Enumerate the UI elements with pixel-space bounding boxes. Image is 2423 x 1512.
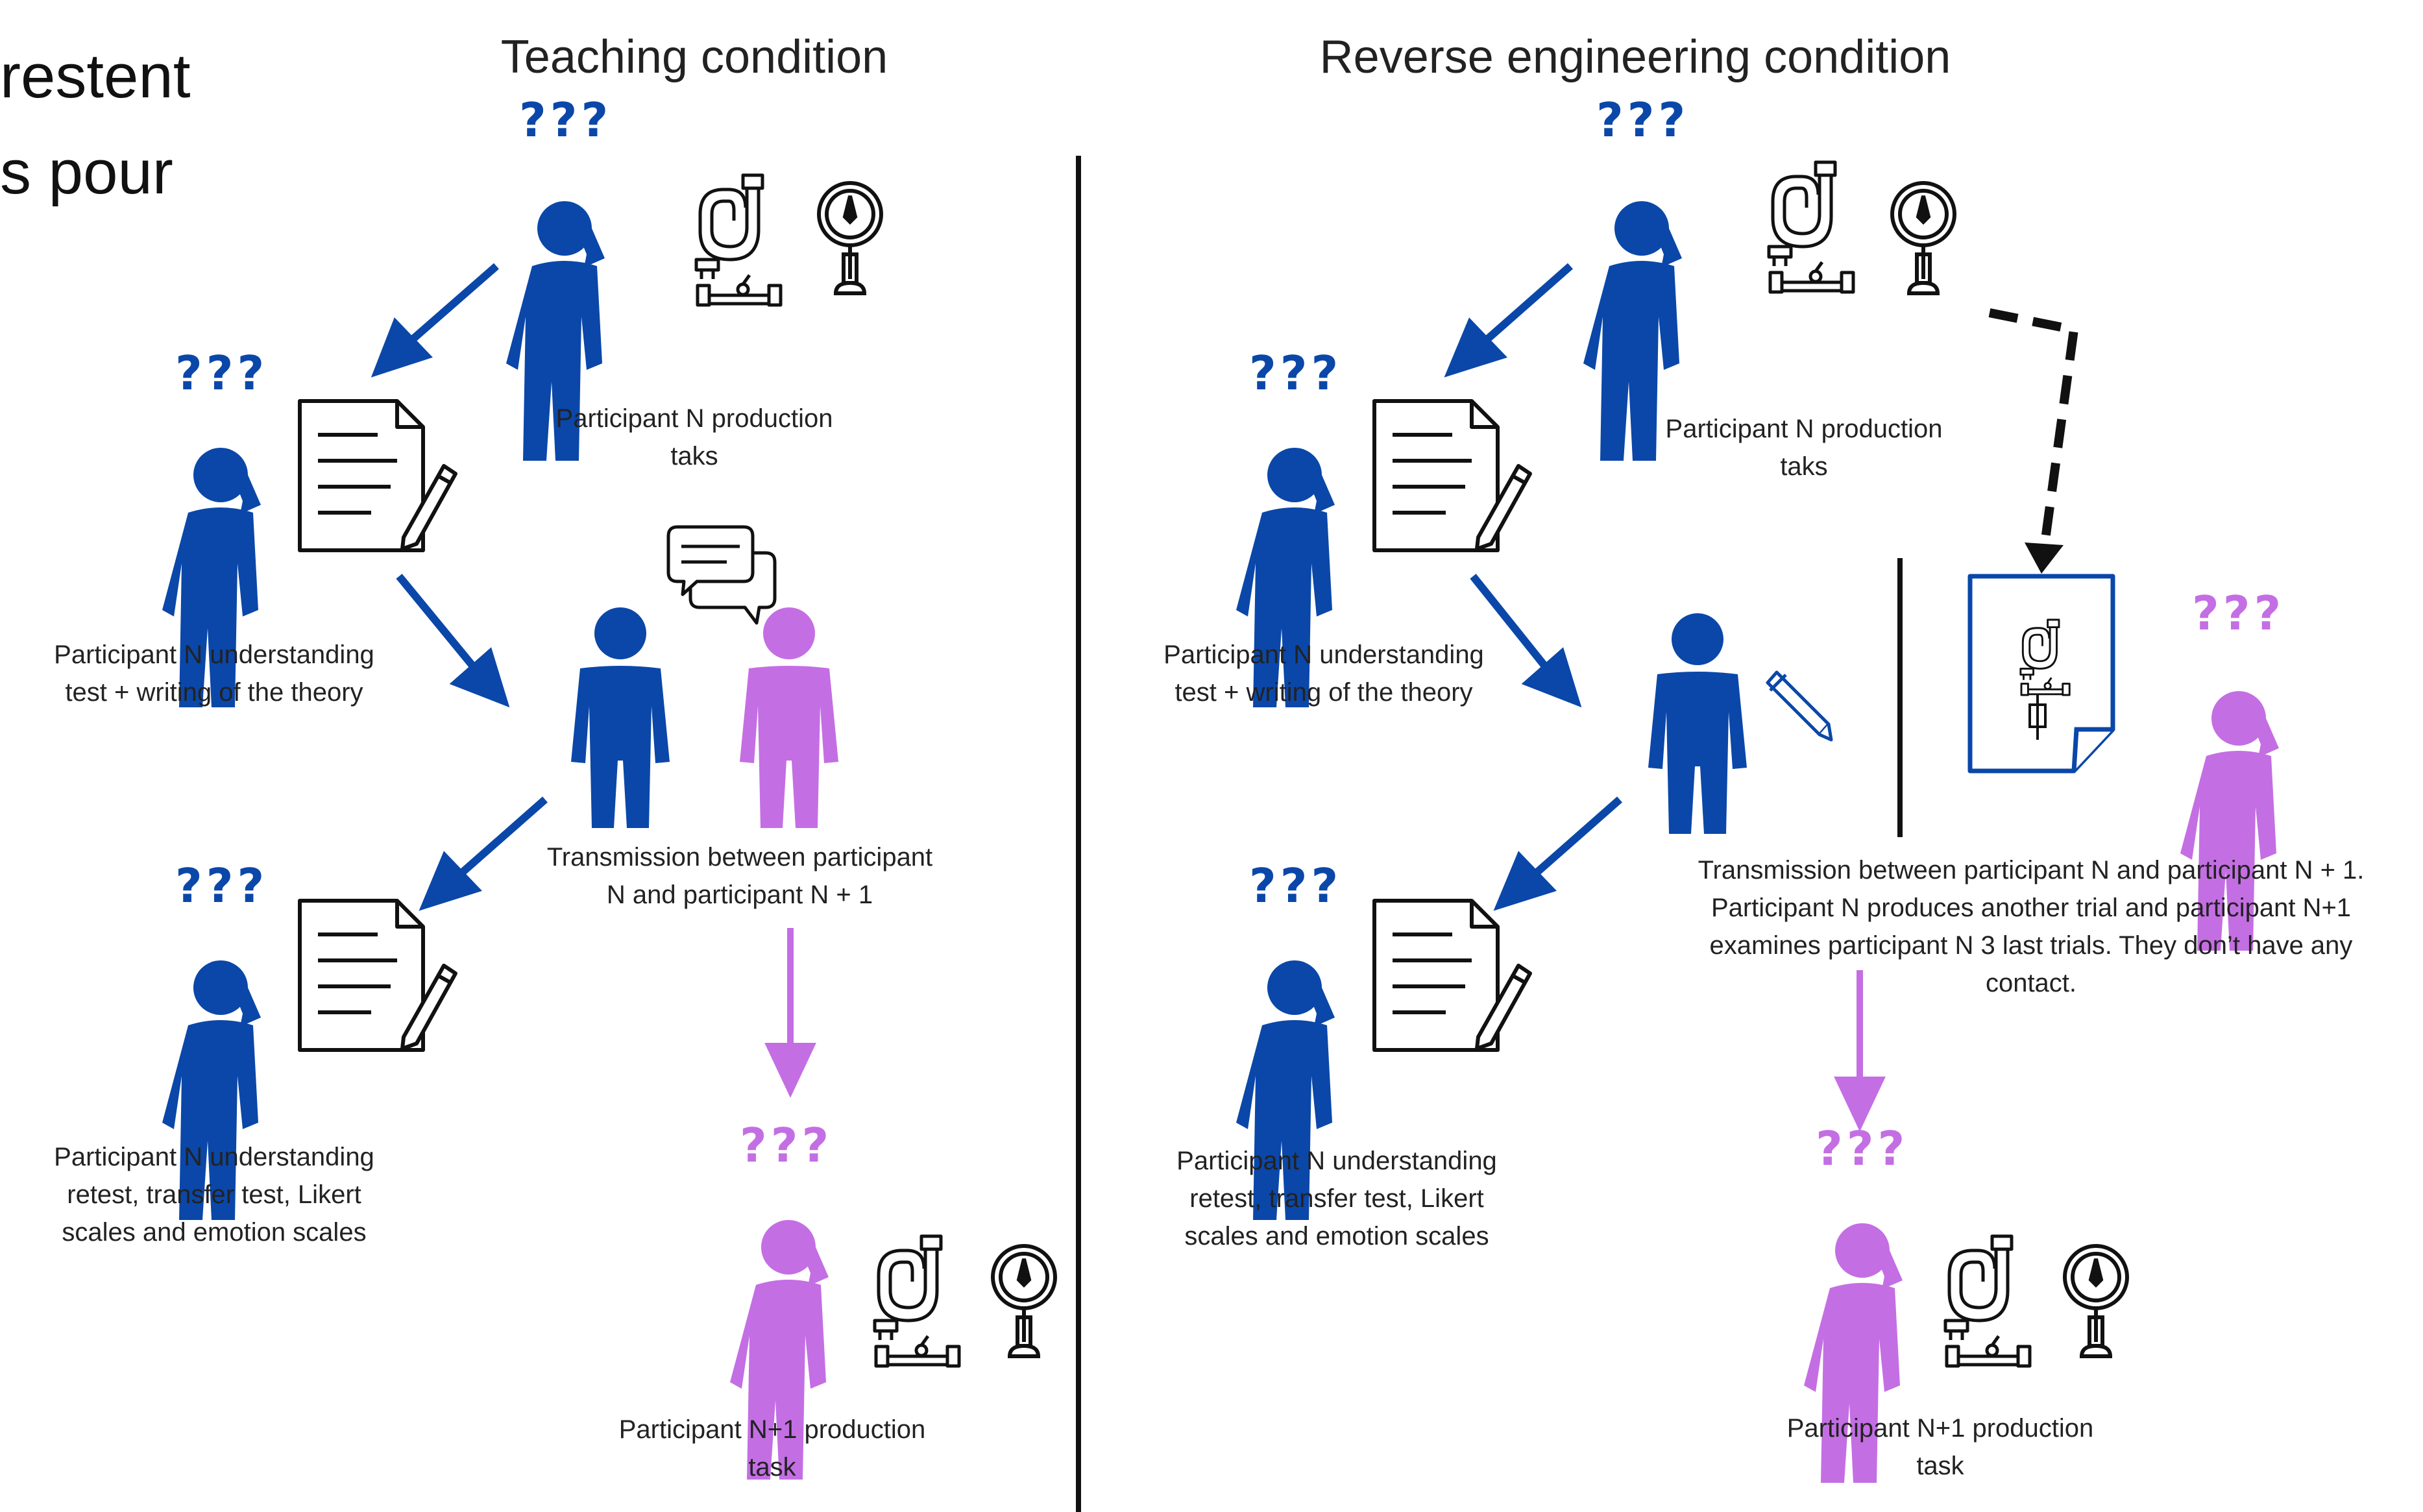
reverse-n1-question-marks [2192, 586, 2285, 640]
teaching-retest-document-pencil-icon [300, 901, 456, 1050]
reverse-left-document-pencil-icon [1374, 401, 1530, 550]
reverse-retest-question-marks [1249, 859, 1343, 913]
teaching-production-label: Participant N production taks [555, 404, 833, 470]
reverse-next-pipe-apparatus-icon [1945, 1236, 2030, 1366]
reverse-retest-label: Participant N understanding retest, tran… [1176, 1147, 1497, 1250]
reverse-arrow-production-to-trial-sheet [1988, 308, 2079, 550]
teaching-left-document-pencil-icon [300, 401, 456, 550]
reverse-production-label: Participant N production taks [1665, 415, 1943, 481]
reverse-trial-sheet-icon [1967, 574, 2115, 774]
reverse-retest-document-pencil-icon [1374, 901, 1530, 1050]
reverse-next-production-label: Participant N+1 production task [1786, 1414, 2094, 1480]
reverse-pencil-icon [1768, 672, 1831, 740]
reverse-next-question-marks [1816, 1121, 1909, 1176]
reverse-title: Reverse engineering condition [1319, 31, 1951, 83]
teaching-next-production-label: Participant N+1 production task [618, 1415, 926, 1482]
cutoff-text-line-1: restent [0, 42, 191, 111]
teaching-participant-n-person-icon [571, 607, 670, 828]
teaching-participant-n1-person-icon [740, 607, 838, 828]
teaching-top-pipe-apparatus-icon [696, 175, 781, 305]
teaching-arrow-transmission-to-retest [456, 796, 548, 879]
teaching-understanding-label: Participant N understanding test + writi… [54, 640, 374, 707]
reverse-understanding-label: Participant N understanding test + writi… [1163, 640, 1484, 707]
reverse-next-pressure-gauge-icon [2065, 1246, 2127, 1356]
reverse-transmission-label: Transmission between participant N and p… [1698, 856, 2365, 997]
teaching-n1-question-marks [740, 1118, 833, 1173]
reverse-top-pipe-apparatus-icon [1769, 162, 1853, 292]
teaching-left-question-marks [175, 346, 269, 400]
teaching-retest-label: Participant N understanding retest, tran… [54, 1143, 374, 1247]
teaching-speech-bubbles-icon [668, 527, 775, 623]
teaching-transmission-label: Transmission between participant N and p… [546, 843, 933, 909]
reverse-top-question-marks [1596, 93, 1690, 147]
reverse-participant-n-person-icon [1648, 613, 1747, 834]
teaching-arrow-understanding-to-transmission [396, 574, 477, 670]
teaching-n1-pressure-gauge-icon [993, 1246, 1055, 1356]
reverse-left-question-marks [1249, 346, 1343, 400]
reverse-dashed-arrowhead [2025, 543, 2064, 574]
reverse-arrow-understanding-to-transmission [1470, 574, 1549, 670]
teaching-top-pressure-gauge-icon [819, 183, 881, 293]
reverse-arrow-production-to-understanding [1481, 263, 1573, 346]
cutoff-text-line-2: s pour [0, 138, 173, 207]
teaching-arrow-production-to-understanding [406, 263, 499, 346]
reverse-arrow-transmission-to-retest [1530, 796, 1622, 879]
teaching-n1-pipe-apparatus-icon [875, 1236, 959, 1366]
teaching-retest-question-marks [175, 859, 269, 913]
teaching-title: Teaching condition [500, 31, 888, 83]
reverse-top-pressure-gauge-icon [1892, 183, 1954, 293]
teaching-top-question-marks [519, 93, 613, 147]
